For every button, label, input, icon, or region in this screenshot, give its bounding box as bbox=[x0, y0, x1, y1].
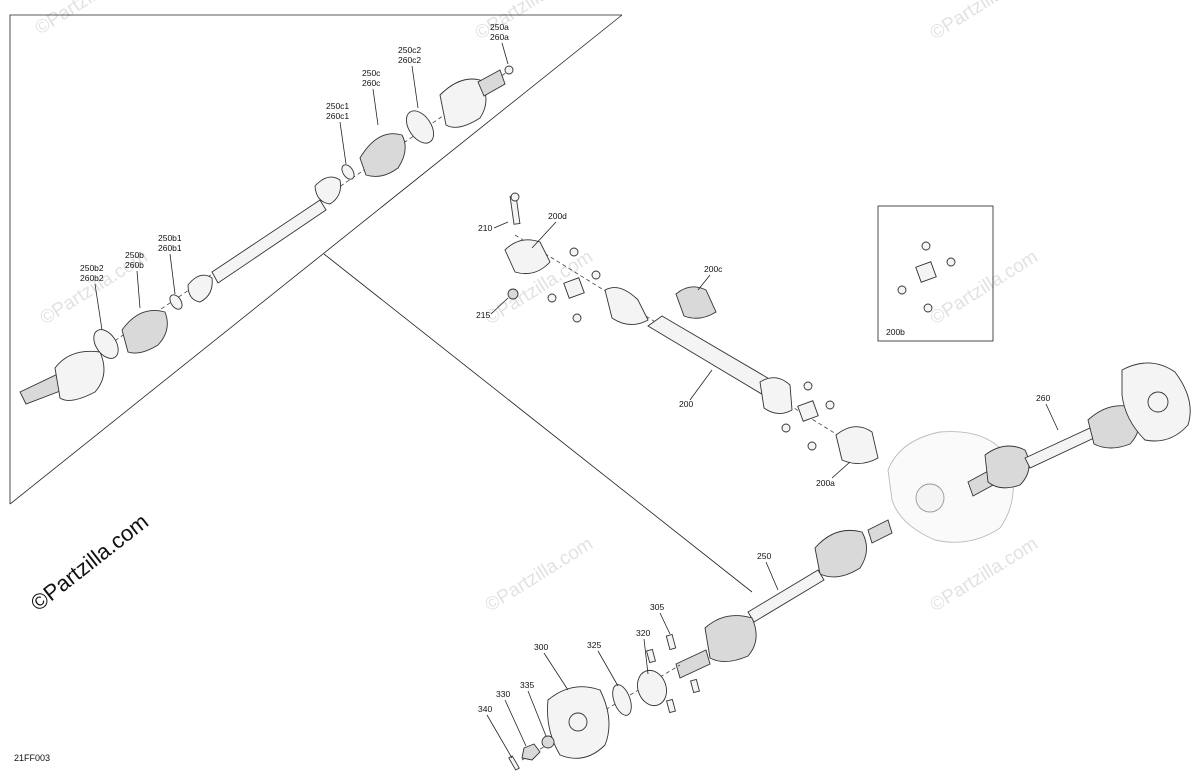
label-200c: 200c bbox=[704, 264, 723, 274]
yoke-200d bbox=[504, 239, 551, 275]
label-340: 340 bbox=[478, 704, 492, 714]
watermark-low-center: ©Partzilla.com bbox=[482, 533, 597, 616]
label-325: 325 bbox=[587, 640, 601, 650]
label-250b2: 250b2 bbox=[80, 263, 104, 273]
nut-330 bbox=[521, 743, 541, 761]
inset-diagonal-edge bbox=[9, 14, 623, 505]
axle-250-spline bbox=[867, 519, 893, 544]
axle-250-shaft bbox=[747, 569, 825, 623]
axle-260-shaft bbox=[1024, 427, 1095, 469]
label-250b1: 250b1 bbox=[158, 233, 182, 243]
bolt-lower-1 bbox=[689, 678, 701, 694]
inset-clamp-ring-250b2 bbox=[93, 329, 119, 359]
inset-tripod bbox=[187, 274, 213, 303]
detail-box-frame bbox=[877, 205, 994, 342]
wheel-hub-assembly bbox=[508, 633, 701, 771]
label-200d: 200d bbox=[548, 211, 567, 221]
bearing-320 bbox=[637, 669, 667, 707]
label-305: 305 bbox=[650, 602, 664, 612]
label-330: 330 bbox=[496, 689, 510, 699]
watermark-mid-right: ©Partzilla.com bbox=[927, 246, 1042, 329]
label-260b2: 260b2 bbox=[80, 273, 104, 283]
label-260c1: 260c1 bbox=[326, 111, 349, 121]
u-joint-upper bbox=[547, 247, 601, 323]
inset-labels: 250a 260a 250c2 260c2 250c 260c 250c1 26… bbox=[80, 22, 509, 331]
label-320: 320 bbox=[636, 628, 650, 638]
axle-250-inner-boot bbox=[814, 529, 867, 578]
label-260: 260 bbox=[1036, 393, 1050, 403]
label-250c1: 250c1 bbox=[326, 101, 349, 111]
diagram-code: 21FF003 bbox=[14, 753, 50, 763]
circlip-325 bbox=[612, 684, 632, 716]
washer-335 bbox=[541, 735, 555, 749]
prop-shaft-assembly bbox=[504, 192, 879, 464]
watermark-top-left: ©Partzilla.com bbox=[32, 0, 147, 39]
watermark-top-center: ©Partzilla.com bbox=[472, 0, 587, 44]
inset-frame bbox=[9, 14, 622, 504]
inset-boot-250b bbox=[121, 310, 168, 354]
label-260c2: 260c2 bbox=[398, 55, 421, 65]
front-differential bbox=[887, 431, 1014, 543]
axle-250-outer-boot bbox=[704, 615, 757, 662]
yoke-200a bbox=[835, 426, 879, 464]
differential-housing bbox=[887, 431, 1014, 543]
drive-tube-200 bbox=[647, 315, 779, 397]
bolt-320 bbox=[645, 648, 657, 664]
prop-shaft-labels: 210 200d 200c 215 200 200a bbox=[476, 211, 851, 488]
boot-200c bbox=[675, 286, 717, 319]
axle-260-inner-boot bbox=[984, 445, 1030, 489]
inset-half-shaft bbox=[211, 199, 327, 284]
label-260a: 260a bbox=[490, 32, 509, 42]
bolt-305 bbox=[665, 633, 677, 651]
slip-yoke bbox=[604, 287, 649, 325]
label-250c: 250c bbox=[362, 68, 381, 78]
label-200a: 200a bbox=[816, 478, 835, 488]
inset-boot-250c bbox=[359, 133, 406, 177]
label-335: 335 bbox=[520, 680, 534, 690]
label-210: 210 bbox=[478, 223, 492, 233]
inset-tripod-inner bbox=[314, 176, 341, 205]
label-215: 215 bbox=[476, 310, 490, 320]
axle-250-outer-spline bbox=[675, 649, 711, 679]
label-200b: 200b bbox=[886, 327, 905, 337]
inset-clamp-250c2 bbox=[405, 110, 435, 144]
partzilla-watermark: ©Partzilla.com bbox=[26, 509, 153, 616]
wheel-hub-labels: 305 320 325 300 335 330 340 bbox=[478, 602, 671, 759]
inset-outer-joint bbox=[54, 350, 105, 401]
inset-clamp-250c1 bbox=[341, 164, 355, 180]
label-260b: 260b bbox=[125, 260, 144, 270]
label-260b1: 260b1 bbox=[158, 243, 182, 253]
inset-inner-spline bbox=[477, 69, 506, 97]
u-joint-detail-box: 200b bbox=[877, 205, 994, 342]
watermark-top-right: ©Partzilla.com bbox=[927, 0, 1042, 44]
u-joint-lower bbox=[781, 381, 835, 451]
axle-250 bbox=[675, 519, 893, 679]
rear-yoke bbox=[759, 377, 793, 414]
label-250: 250 bbox=[757, 551, 771, 561]
inset-leader-line bbox=[323, 253, 753, 593]
inset-axle-assembly bbox=[19, 65, 514, 405]
differential-output bbox=[915, 483, 945, 513]
background-watermarks: ©Partzilla.com ©Partzilla.com ©Partzilla… bbox=[32, 0, 1042, 616]
bolt-lower-2 bbox=[665, 698, 677, 714]
axle-260 bbox=[967, 362, 1191, 497]
inset-clamp-250b1 bbox=[169, 294, 183, 310]
nut-215 bbox=[507, 288, 519, 300]
label-300: 300 bbox=[534, 642, 548, 652]
label-250a: 250a bbox=[490, 22, 509, 32]
label-250c2: 250c2 bbox=[398, 45, 421, 55]
inset-inner-housing bbox=[439, 78, 487, 128]
label-200: 200 bbox=[679, 399, 693, 409]
cotter-pin-340 bbox=[508, 755, 520, 771]
watermark-low-right: ©Partzilla.com bbox=[927, 533, 1042, 616]
label-250b: 250b bbox=[125, 250, 144, 260]
inset-circlip-250a bbox=[504, 65, 514, 75]
label-260c: 260c bbox=[362, 78, 381, 88]
